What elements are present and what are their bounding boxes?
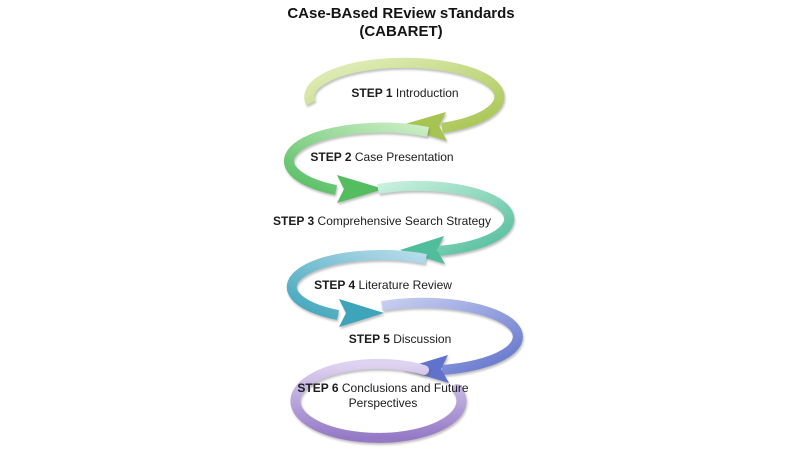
- step-2-arrowhead-icon: [337, 175, 384, 203]
- step-2-number: STEP 2: [310, 150, 352, 164]
- step-2-title: Case Presentation: [354, 150, 454, 164]
- step-6-label: STEP 6 Conclusions and Future Perspectiv…: [283, 381, 483, 411]
- step-4-number: STEP 4: [314, 278, 356, 292]
- step-6-loop-arrow-icon: [290, 358, 467, 443]
- step-6-number: STEP 6: [297, 381, 339, 395]
- step-5-label: STEP 5 Discussion: [349, 332, 452, 346]
- step-4-arrowhead-icon: [339, 299, 384, 327]
- step-3-label: STEP 3 Comprehensive Search Strategy: [273, 214, 491, 228]
- step-6-title: Conclusions and Future Perspectives: [341, 381, 469, 410]
- step-4-loop-arrow-icon: [286, 249, 427, 327]
- step-1-title: Introduction: [395, 86, 459, 100]
- step-3-arrowhead-icon: [400, 236, 445, 264]
- step-5-number: STEP 5: [348, 332, 390, 346]
- step-3-loop-arrow-icon: [377, 180, 515, 264]
- diagram-title: CAse-BAsed REview sTandards (CABARET): [287, 5, 514, 41]
- step-5-title: Discussion: [393, 332, 452, 346]
- step-3-title: Comprehensive Search Strategy: [317, 214, 491, 228]
- step-4-title: Literature Review: [358, 278, 452, 292]
- step-2-loop-arrow-icon: [284, 122, 429, 203]
- step-2-label: STEP 2 Case Presentation: [310, 150, 453, 164]
- step-4-label: STEP 4 Literature Review: [314, 278, 452, 292]
- step-1-number: STEP 1: [351, 86, 393, 100]
- diagram-title-line2: (CABARET): [359, 23, 443, 40]
- step-3-number: STEP 3: [273, 214, 315, 228]
- diagram-title-line1: CAse-BAsed REview sTandards: [287, 5, 515, 22]
- step-1-label: STEP 1 Introduction: [351, 86, 458, 100]
